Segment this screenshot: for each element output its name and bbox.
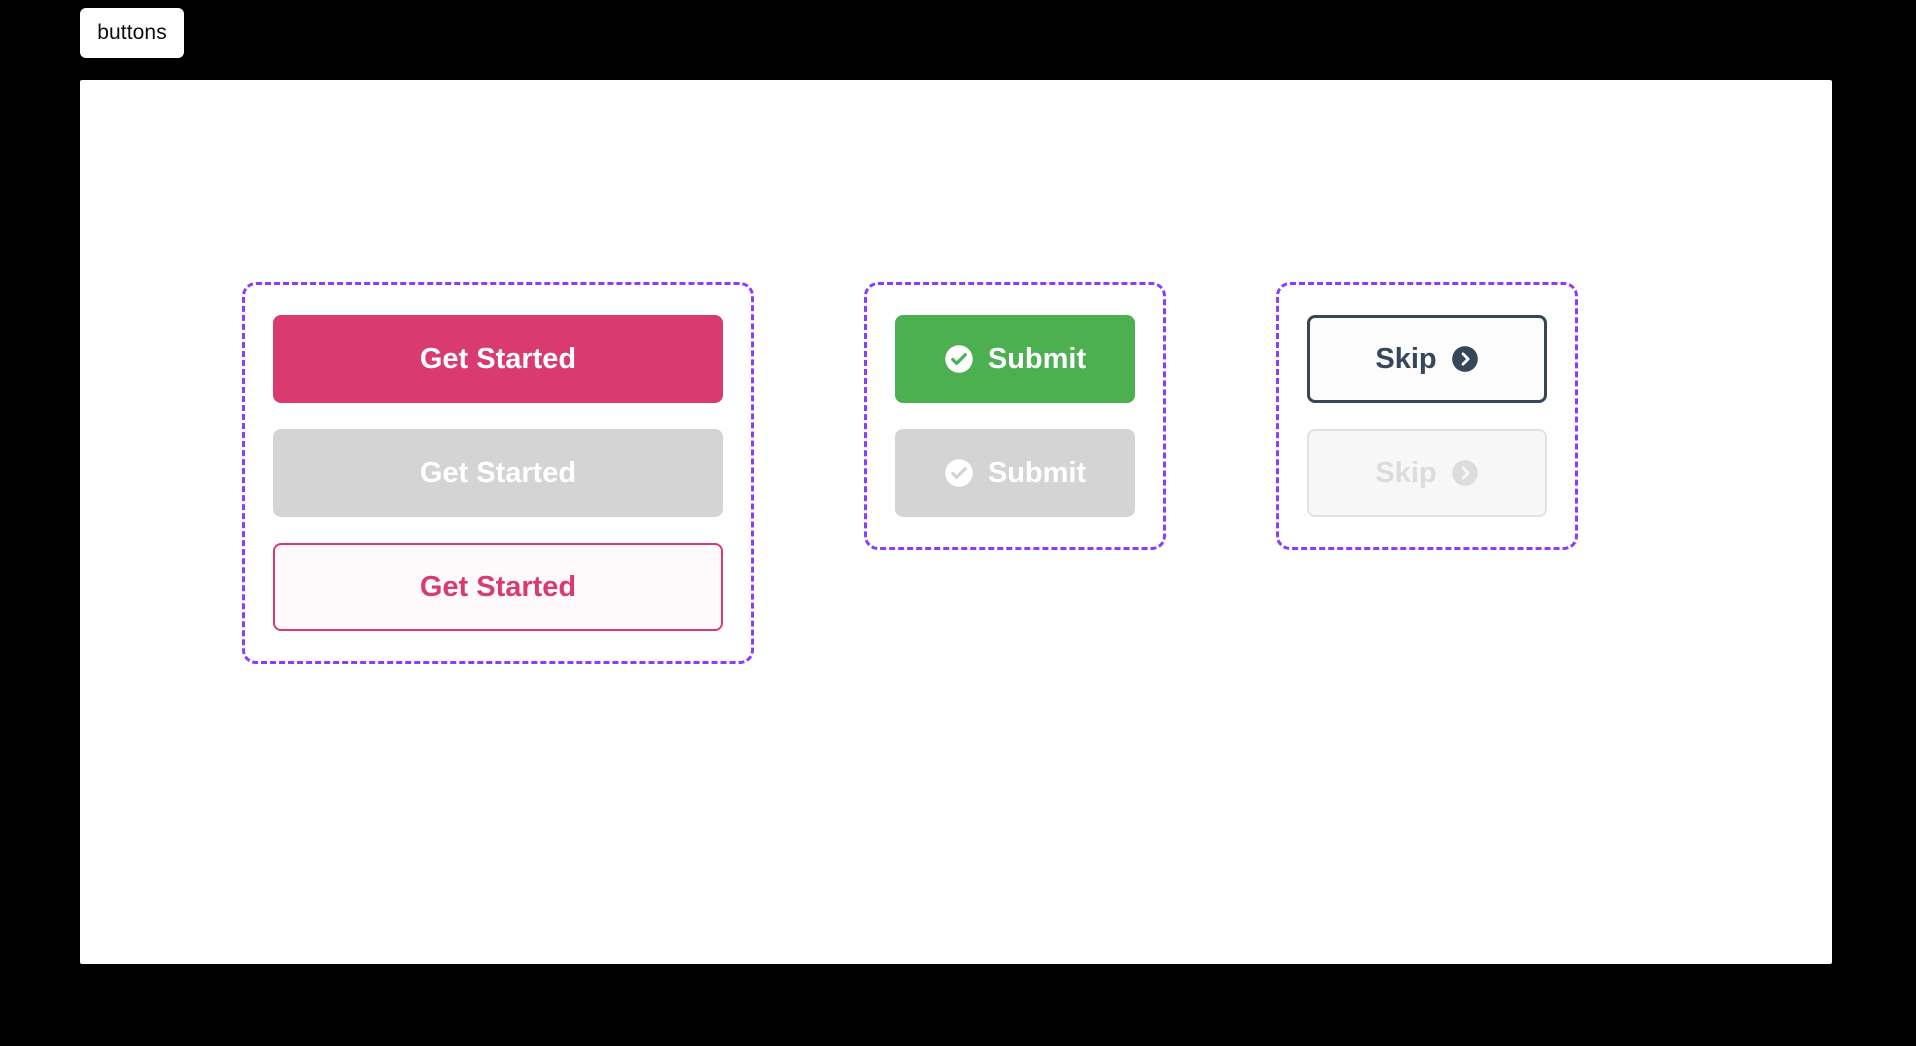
tab-buttons[interactable]: buttons [80,8,184,58]
skip-button-disabled: Skip [1307,429,1547,517]
submit-button-label: Submit [987,456,1087,489]
check-circle-icon [944,344,974,374]
get-started-group: Get Started Get Started Get Started [242,282,754,664]
skip-button-label: Skip [1375,342,1437,375]
get-started-button-disabled: Get Started [273,429,723,517]
submit-button-label: Submit [987,342,1087,375]
submit-button-disabled: Submit [895,429,1135,517]
tab-bar: buttons [80,8,184,58]
check-circle-icon [944,458,974,488]
submit-group: Submit Submit [864,282,1166,550]
get-started-button-primary[interactable]: Get Started [273,315,723,403]
chevron-right-circle-icon [1451,459,1479,487]
button-groups: Get Started Get Started Get Started Subm… [242,282,1578,664]
chevron-right-circle-icon [1451,345,1479,373]
preview-canvas [80,80,1832,964]
skip-group: Skip Skip [1276,282,1578,550]
submit-button-enabled[interactable]: Submit [895,315,1135,403]
skip-button-label: Skip [1375,456,1437,489]
skip-button-enabled[interactable]: Skip [1307,315,1547,403]
get-started-button-outline[interactable]: Get Started [273,543,723,631]
